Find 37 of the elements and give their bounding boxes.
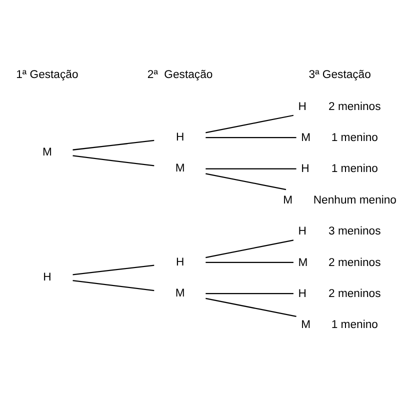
- node-label: 1 menino: [331, 163, 378, 176]
- label: 1ª Gestação: [16, 69, 78, 82]
- node-text: H: [298, 288, 306, 300]
- connector: [206, 293, 294, 294]
- node-text: H: [298, 100, 306, 113]
- connector: [206, 240, 294, 258]
- node-label: 1 menino: [331, 132, 378, 144]
- node-label: 2 meninos: [328, 288, 381, 300]
- node-text: H: [176, 256, 184, 268]
- connector: [72, 280, 154, 292]
- connector: [206, 262, 294, 263]
- node-label: 3 meninos: [328, 226, 381, 238]
- label: 2ª Gestação: [147, 69, 213, 82]
- connector: [72, 155, 154, 166]
- connector: [72, 264, 154, 276]
- node-text: M: [175, 162, 185, 175]
- label: 3ª Gestação: [308, 69, 371, 82]
- connector: [72, 140, 154, 150]
- connector: [206, 173, 286, 190]
- node-text: H: [298, 226, 306, 238]
- node-text: M: [42, 146, 52, 159]
- node-label: 1 menino: [331, 319, 378, 332]
- node-label: Nenhum menino: [313, 194, 397, 206]
- node-text: M: [298, 256, 308, 269]
- node-text: M: [301, 319, 311, 332]
- node-text: H: [301, 163, 310, 176]
- node-text: M: [301, 132, 311, 144]
- node-label: 2 meninos: [328, 100, 381, 113]
- connector: [206, 137, 296, 138]
- connector: [206, 298, 296, 317]
- node-text: M: [283, 194, 293, 206]
- node-label: 2 meninos: [328, 256, 381, 269]
- connector: [206, 114, 294, 134]
- node-text: M: [175, 288, 185, 300]
- connector: [206, 168, 296, 170]
- node-text: H: [176, 132, 184, 144]
- node-text: H: [43, 271, 52, 284]
